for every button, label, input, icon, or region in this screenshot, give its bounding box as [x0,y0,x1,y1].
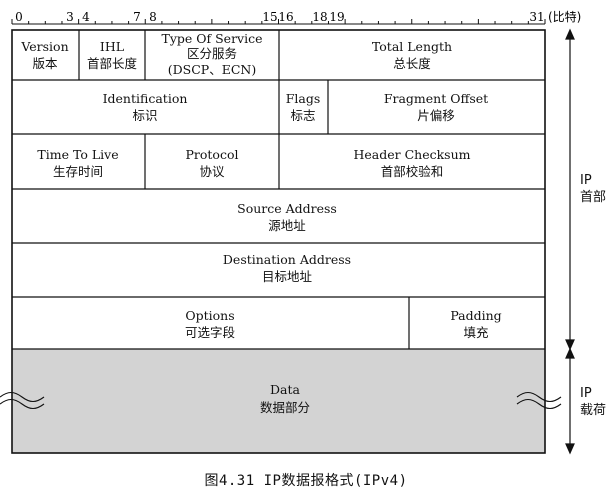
ruler-tick-19: 19 [329,10,344,24]
field-data-en: Data [270,382,300,397]
side-label-payload-zh: 载荷 [580,403,606,418]
break-mark-left-2 [0,398,45,410]
field-fragment-offset-zh: 片偏移 [417,108,455,123]
ruler-tick-0: 0 [15,10,23,24]
figure-caption: 图4.31 IP数据报格式(IPv4) [204,473,408,489]
payload-arrow-up-icon [565,347,575,359]
field-options-en: Options [185,308,234,323]
header-arrow-up-icon [565,28,575,40]
break-mark-left-1 [0,391,45,403]
field-padding-en: Padding [450,308,501,323]
field-data-zh: 数据部分 [260,400,310,415]
field-type-of-service: Type Of Service 区分服务 (DSCP、ECN) [161,31,262,77]
field-flags: Flags 标志 [286,91,321,123]
ruler-tick-16: 16 [278,10,293,24]
field-source-address-zh: 源地址 [268,218,306,233]
field-header-checksum: Header Checksum 首部校验和 [353,147,470,179]
field-ihl-zh: 首部长度 [87,56,138,71]
field-protocol-en: Protocol [186,147,239,162]
field-options-zh: 可选字段 [185,325,235,340]
break-mark-right-2 [516,398,562,410]
side-label-header-ip: IP [580,173,592,188]
field-source-address: Source Address 源地址 [237,201,337,233]
field-ihl-en: IHL [100,39,124,54]
payload-arrow-down-icon [565,443,575,455]
field-flags-en: Flags [286,91,321,106]
ruler-tick-15: 15 [262,10,277,24]
header-arrow-down-icon [565,339,575,351]
field-destination-address-zh: 目标地址 [262,269,313,284]
field-time-to-live: Time To Live 生存时间 [37,147,118,179]
field-identification: Identification 标识 [103,91,188,123]
field-fragment-offset-en: Fragment Offset [384,91,488,106]
ruler-tick-31: 31 [529,10,544,24]
field-padding-zh: 填充 [463,325,488,340]
side-label-payload-ip: IP [580,386,592,401]
field-options: Options 可选字段 [185,308,235,340]
data-break-marks [0,391,562,410]
field-padding: Padding 填充 [450,308,501,340]
side-label-header-zh: 首部 [580,190,606,205]
field-total-length-zh: 总长度 [393,56,431,71]
field-header-checksum-en: Header Checksum [353,147,470,162]
field-tos-en: Type Of Service [161,31,262,46]
field-destination-address-en: Destination Address [223,252,351,267]
field-version: Version 版本 [20,39,68,71]
field-identification-zh: 标识 [132,108,157,123]
field-tos-zh: 区分服务 [187,46,237,61]
field-ttl-zh: 生存时间 [53,164,103,179]
field-flags-zh: 标志 [290,108,315,123]
ruler-tick-3: 3 [66,10,74,24]
field-ttl-en: Time To Live [37,147,118,162]
field-protocol: Protocol 协议 [186,147,239,179]
field-ihl: IHL 首部长度 [87,39,138,71]
field-version-en: Version [20,39,68,54]
field-fragment-offset: Fragment Offset 片偏移 [384,91,488,123]
field-total-length: Total Length 总长度 [372,39,452,71]
ruler-tick-7: 7 [133,10,141,24]
ip-datagram-diagram: 0 3 4 7 8 15 16 18 19 31 (比特) Version [0,9,606,455]
payload-bracket [565,347,575,455]
ruler-tick-18: 18 [312,10,327,24]
data-area-fill [12,349,545,453]
ruler-tick-4: 4 [82,10,90,24]
field-version-zh: 版本 [32,56,58,71]
ruler-unit-label: (比特) [548,9,581,24]
ruler-tick-8: 8 [149,10,157,24]
field-header-checksum-zh: 首部校验和 [381,164,444,179]
break-mark-right-1 [516,391,562,403]
field-destination-address: Destination Address 目标地址 [223,252,351,284]
header-bracket [565,28,575,351]
field-identification-en: Identification [103,91,188,106]
field-tos-detail: (DSCP、ECN) [168,62,256,77]
field-data: Data 数据部分 [260,382,310,415]
bit-ruler: 0 3 4 7 8 15 16 18 19 31 (比特) [11,9,581,25]
column-separators [78,30,410,349]
field-total-length-en: Total Length [372,39,452,54]
field-source-address-en: Source Address [237,201,337,216]
field-protocol-zh: 协议 [199,164,225,179]
